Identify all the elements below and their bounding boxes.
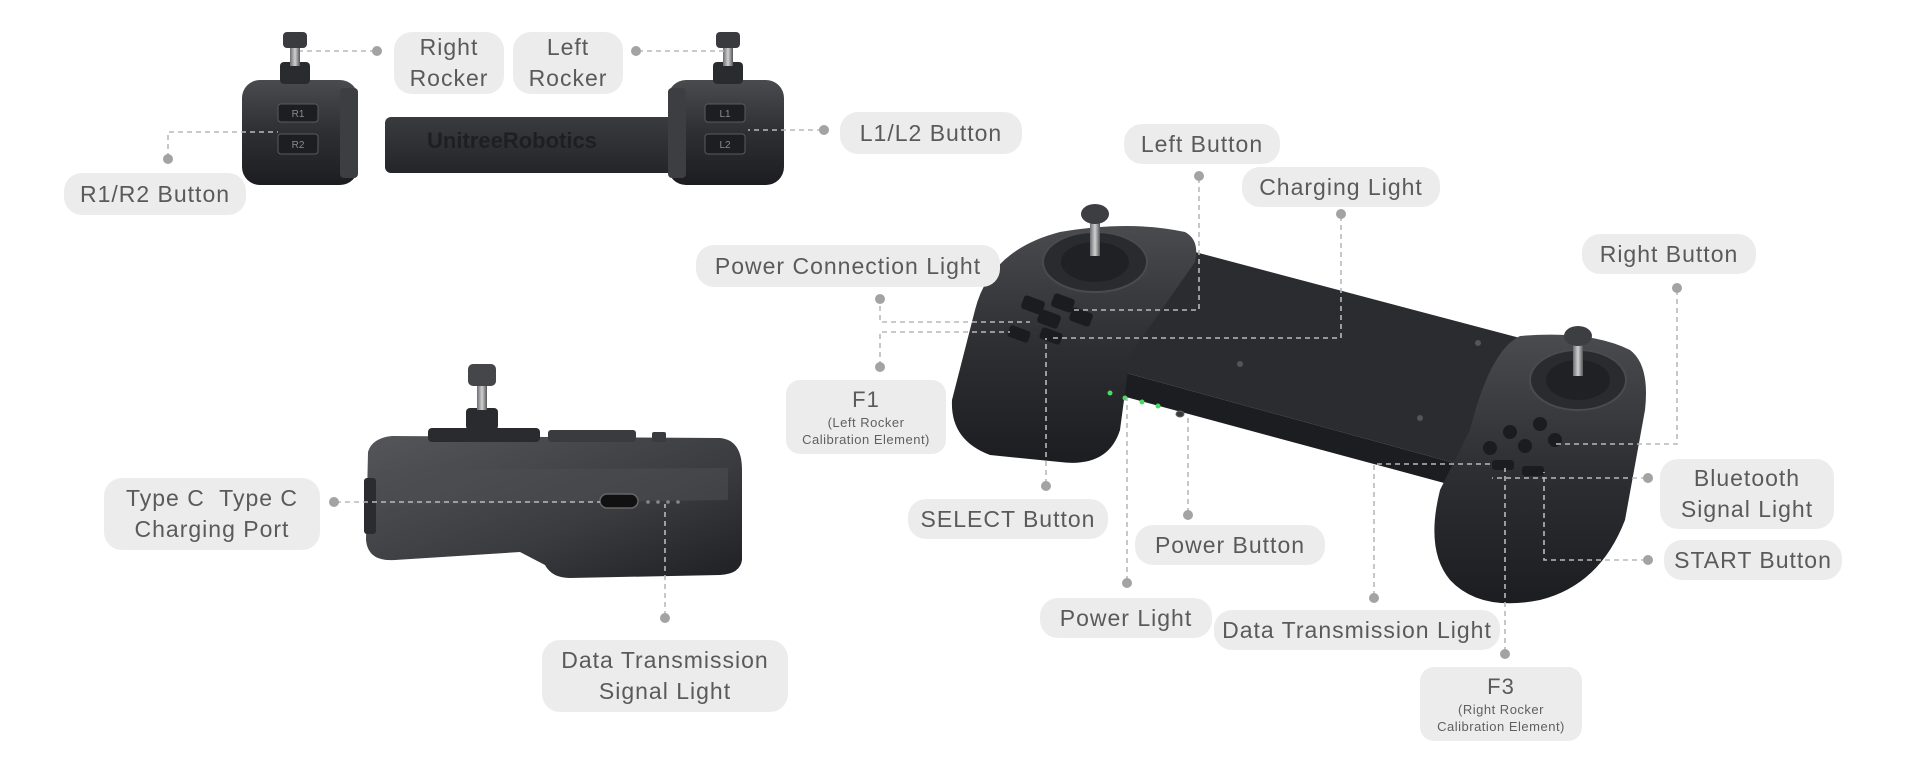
main-left-grip	[951, 226, 1197, 463]
label-power-light: Power Light	[1040, 598, 1212, 638]
l1-engraving: L1	[719, 109, 731, 120]
power-button-shape[interactable]	[1175, 410, 1185, 418]
label-l1-l2-button: L1/L2 Button	[840, 112, 1022, 154]
label-power-connection-light: Power Connection Light	[696, 245, 1000, 287]
leader-lines	[163, 46, 1682, 659]
label-left-rocker-line-1: Left	[546, 34, 590, 60]
label-start-button: START Button	[1664, 540, 1842, 580]
top-view-controller: UnitreeRobotics R1 R2 L1 L2	[242, 32, 784, 185]
label-f3-sub-2: Calibration Element)	[1437, 719, 1565, 734]
main-left-rocker[interactable]	[1081, 204, 1109, 256]
label-bluetooth-line-2: Signal Light	[1680, 496, 1814, 522]
label-left-button: Left Button	[1124, 124, 1280, 164]
label-type-c-line-1: Type C Type C	[125, 485, 299, 511]
l1-button[interactable]	[704, 103, 746, 123]
label-bluetooth-signal-light: Bluetooth Signal Light	[1660, 459, 1834, 529]
label-f3-sub-1: (Right Rocker	[1458, 702, 1544, 717]
label-f1: F1 (Left Rocker Calibration Element)	[786, 380, 946, 454]
label-type-c-line-2: Charging Port	[134, 516, 290, 542]
top-left-rocker[interactable]	[713, 32, 743, 84]
label-f1-sub-1: (Left Rocker	[827, 415, 905, 430]
top-right-grip	[242, 80, 358, 185]
top-controller-bar	[385, 117, 715, 173]
label-right-button: Right Button	[1582, 234, 1756, 274]
main-tray	[1108, 248, 1520, 470]
main-status-leds	[1107, 390, 1185, 418]
label-f3: F3 (Right Rocker Calibration Element)	[1420, 667, 1582, 741]
top-left-grip	[668, 80, 784, 185]
l2-engraving: L2	[719, 140, 731, 151]
type-c-port[interactable]	[599, 493, 639, 509]
r1-engraving: R1	[292, 109, 305, 120]
label-right-rocker-line-1: Right	[419, 34, 479, 60]
r1-button[interactable]	[277, 103, 319, 123]
main-left-buttons[interactable]	[1007, 293, 1094, 346]
l2-button[interactable]	[704, 133, 746, 155]
label-f1-title: F1	[852, 387, 880, 412]
label-right-rocker-line-2: Rocker	[409, 65, 489, 91]
main-right-buttons[interactable]	[1483, 417, 1562, 476]
main-right-rocker[interactable]	[1564, 326, 1592, 376]
label-data-transmission-light: Data Transmission Light	[1214, 610, 1500, 650]
side-rocker[interactable]	[466, 364, 498, 430]
label-f1-sub-2: Calibration Element)	[802, 432, 930, 447]
label-dtsl-line-2: Signal Light	[598, 678, 732, 704]
label-select-button: SELECT Button	[908, 499, 1108, 539]
label-r1-r2-button: R1/R2 Button	[64, 173, 246, 215]
label-bluetooth-line-1: Bluetooth	[1693, 465, 1801, 491]
brand-engraving: UnitreeRobotics	[427, 128, 597, 153]
side-view-controller	[364, 364, 742, 578]
side-body	[366, 436, 742, 578]
label-left-rocker: Left Rocker	[513, 32, 623, 94]
top-right-rocker[interactable]	[280, 32, 310, 84]
label-right-rocker: Right Rocker	[394, 32, 504, 94]
r2-button[interactable]	[277, 133, 319, 155]
label-left-rocker-line-2: Rocker	[528, 65, 608, 91]
label-charging-light: Charging Light	[1242, 167, 1440, 207]
label-dtsl-line-1: Data Transmission	[561, 647, 769, 673]
r2-engraving: R2	[292, 140, 305, 151]
label-type-c-port: Type C Type C Charging Port	[104, 478, 320, 550]
main-controller	[951, 204, 1646, 604]
label-power-button: Power Button	[1135, 525, 1325, 565]
label-data-transmission-signal-light: Data Transmission Signal Light	[542, 640, 788, 712]
side-signal-dots	[646, 500, 680, 504]
label-f3-title: F3	[1487, 674, 1515, 699]
